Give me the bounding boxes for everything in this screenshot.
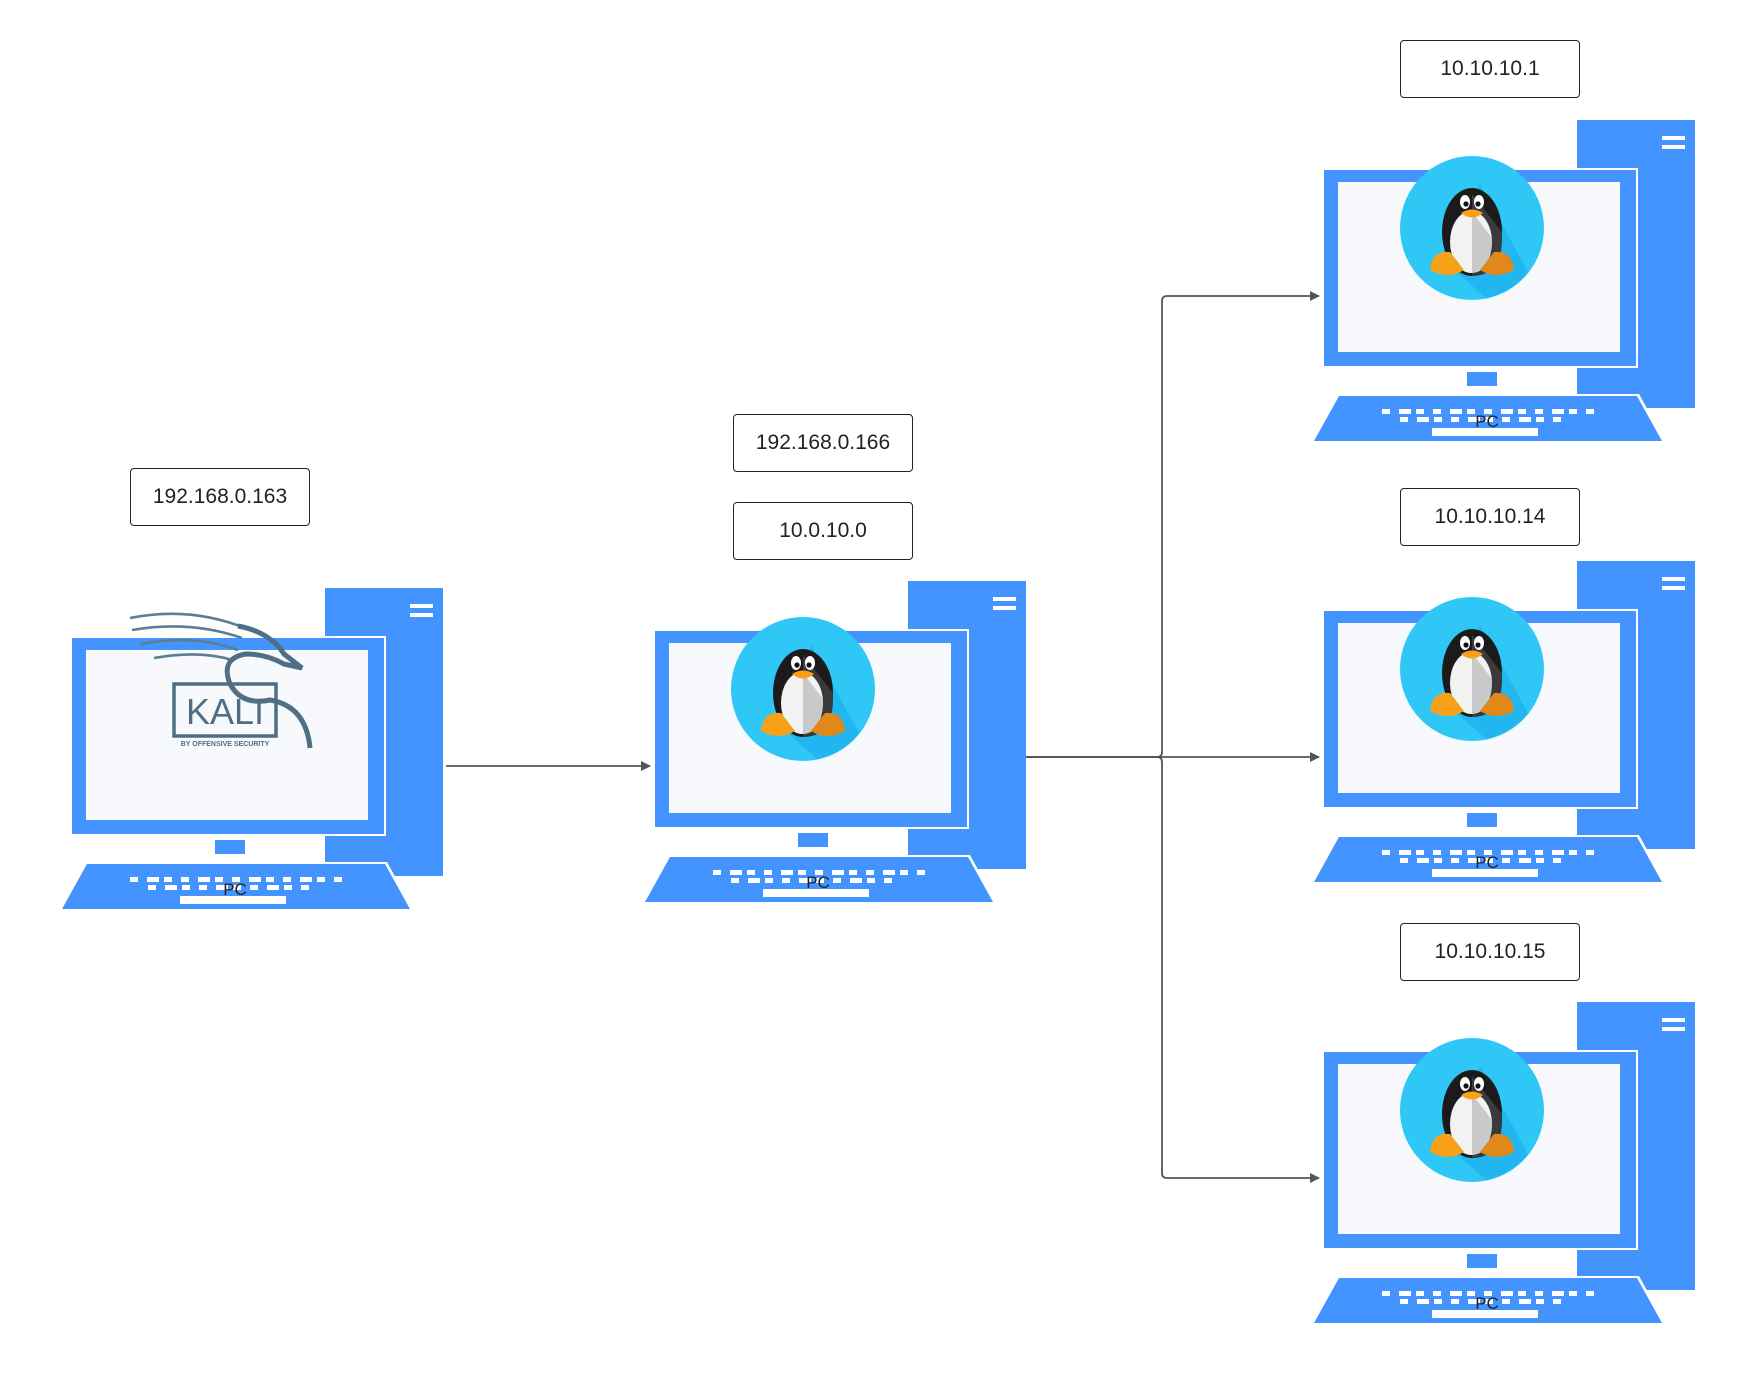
pc-label: PC	[1475, 1294, 1499, 1313]
monitor	[1322, 156, 1638, 386]
keyboard	[641, 855, 997, 904]
desktop-computer-icon	[1310, 561, 1695, 884]
desktop-computer-icon: KALI BY OFFENSIVE SECURITY	[58, 588, 443, 911]
pc-node-target1[interactable]: PC	[1310, 120, 1712, 443]
ip-address-text: 10.0.10.0	[779, 519, 867, 542]
monitor-stand	[798, 833, 828, 847]
connector-pivot-to-target1	[1025, 291, 1320, 758]
ip-address-text: 10.10.10.1	[1440, 57, 1540, 80]
kali-logo-subtext: BY OFFENSIVE SECURITY	[181, 741, 270, 748]
linux-tux-logo	[1400, 597, 1544, 741]
pc-node-pivot[interactable]: PC	[641, 581, 1043, 904]
linux-tux-logo	[1400, 1038, 1544, 1182]
kali-logo-text: KALI	[186, 691, 264, 732]
monitor-stand	[1467, 813, 1497, 827]
linux-tux-logo	[1400, 156, 1544, 300]
monitor-stand	[1467, 372, 1497, 386]
ip-address-box: 10.0.10.0	[733, 502, 913, 560]
keyboard	[1310, 394, 1666, 443]
pc-node-target3[interactable]: PC	[1310, 1002, 1712, 1325]
ip-address-box: 10.10.10.15	[1400, 923, 1580, 981]
pc-label: PC	[1475, 853, 1499, 872]
pc-label: PC	[223, 880, 247, 899]
keyboard	[1310, 835, 1666, 884]
connector-pivot-to-target3	[1025, 756, 1320, 1183]
ip-address-text: 192.168.0.163	[152, 485, 288, 508]
monitor	[1322, 597, 1638, 827]
ip-address-box: 192.168.0.166	[733, 414, 913, 472]
ip-address-text: 10.10.10.14	[1434, 505, 1546, 528]
ip-address-box: 10.10.10.1	[1400, 40, 1580, 98]
ip-address-text: 10.10.10.15	[1434, 940, 1546, 963]
pc-node-kali[interactable]: KALI BY OFFENSIVE SECURITY PC	[58, 588, 460, 911]
pc-label: PC	[1475, 412, 1499, 431]
monitor	[653, 617, 969, 847]
pc-label: PC	[806, 873, 830, 892]
monitor	[1322, 1038, 1638, 1268]
pc-node-target2[interactable]: PC	[1310, 561, 1712, 884]
keyboard	[1310, 1276, 1666, 1325]
monitor: KALI BY OFFENSIVE SECURITY	[70, 612, 386, 854]
ip-address-box: 192.168.0.163	[130, 468, 310, 526]
monitor-stand	[1467, 1254, 1497, 1268]
kali-dragon-logo: KALI BY OFFENSIVE SECURITY	[129, 612, 313, 749]
desktop-computer-icon	[1310, 120, 1695, 443]
linux-tux-logo	[731, 617, 875, 761]
keyboard	[58, 862, 414, 911]
desktop-computer-icon	[641, 581, 1026, 904]
desktop-computer-icon	[1310, 1002, 1695, 1325]
ip-address-text: 192.168.0.166	[755, 431, 891, 454]
monitor-stand	[215, 840, 245, 854]
ip-address-box: 10.10.10.14	[1400, 488, 1580, 546]
